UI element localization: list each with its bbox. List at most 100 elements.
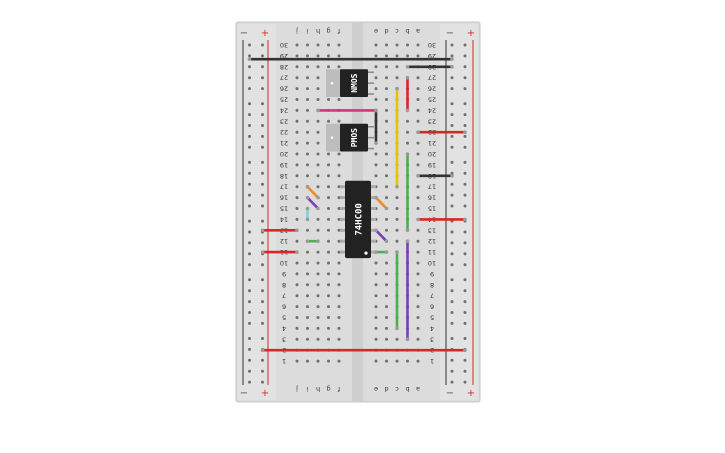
hole [295, 326, 299, 330]
row-number: 23 [280, 117, 288, 125]
hole [327, 163, 330, 167]
hole [327, 217, 330, 221]
hole [316, 54, 320, 58]
wire-end [405, 152, 410, 156]
row-number: 16 [280, 194, 288, 202]
rail-hole [463, 160, 467, 164]
rail-sign-label: − [446, 28, 454, 39]
rail-hole [248, 230, 251, 234]
column-letter: g [326, 385, 330, 393]
hole [385, 119, 388, 123]
ic-body [345, 180, 371, 259]
hole [385, 174, 388, 178]
hole [306, 337, 309, 341]
wire [416, 130, 467, 134]
rail-hole [450, 76, 454, 80]
rail-hole [450, 102, 454, 106]
wire-end [316, 239, 320, 243]
rail-hole [463, 289, 467, 293]
row-number: 26 [280, 85, 288, 93]
hole [374, 316, 378, 319]
ic-pin [370, 217, 376, 221]
column-letter: e [374, 27, 378, 35]
hole [295, 261, 299, 265]
rail-hole [450, 87, 454, 91]
hole [295, 316, 299, 319]
rail-hole [450, 252, 454, 256]
hole [327, 54, 330, 58]
hole [316, 141, 320, 145]
hole [306, 163, 309, 167]
wire-line [306, 185, 320, 199]
wire [260, 250, 299, 254]
wire-end [384, 239, 389, 243]
rail-hole [450, 321, 454, 325]
rail-hole [463, 113, 467, 117]
column-letter: j [296, 385, 299, 393]
wire-line [306, 196, 320, 210]
hole [316, 185, 320, 189]
wire [374, 108, 378, 145]
hole [295, 98, 299, 101]
hole [316, 119, 320, 123]
hole [295, 359, 299, 363]
row-number: 21 [280, 139, 288, 147]
hole [385, 272, 388, 276]
wire-end [260, 348, 265, 353]
row-number: 4 [282, 324, 286, 332]
hole [327, 185, 330, 189]
rail-hole [463, 358, 467, 362]
rail-hole [463, 278, 467, 282]
transistor-mark [330, 136, 334, 139]
hole [416, 250, 420, 254]
wire-end [374, 228, 378, 233]
rail-hole [463, 193, 467, 197]
rail-hole [463, 76, 467, 80]
hole [306, 152, 309, 156]
hole [316, 152, 320, 156]
hole [337, 119, 341, 123]
hole [374, 337, 378, 341]
hole [385, 337, 388, 341]
row-number: 10 [280, 259, 288, 267]
hole [395, 54, 399, 58]
wire [395, 250, 399, 331]
rail-hole [463, 252, 467, 256]
wire-end [405, 65, 410, 69]
hole [316, 174, 320, 178]
column-letter: h [316, 27, 320, 35]
rail-hole [248, 241, 251, 245]
hole [406, 119, 409, 123]
hole [416, 283, 420, 287]
wire-end [450, 57, 454, 61]
rail-hole [261, 134, 264, 138]
wire [260, 348, 467, 353]
row-number: 14 [280, 215, 288, 223]
hole [316, 294, 320, 298]
wire-end [374, 108, 378, 113]
hole [406, 359, 409, 363]
hole [295, 87, 299, 91]
wire [405, 75, 410, 113]
row-number: 1 [430, 357, 434, 365]
hole [416, 76, 420, 80]
rail-hole [261, 219, 264, 223]
hole [316, 217, 320, 221]
row-number: 5 [282, 314, 286, 322]
hole [374, 283, 378, 287]
wire-end [405, 108, 410, 113]
ic-pin [370, 185, 376, 189]
rail-hole [261, 204, 264, 208]
left-power-rail [238, 24, 276, 400]
wire [305, 184, 320, 200]
rail-hole [261, 369, 264, 373]
row-number: 15 [280, 205, 288, 213]
rail-sign-label: − [446, 388, 454, 399]
hole [416, 261, 420, 265]
hole [385, 43, 388, 47]
row-number: 5 [430, 314, 434, 322]
column-letter: c [395, 27, 399, 35]
hole [306, 316, 309, 319]
row-number: 30 [428, 41, 436, 49]
hole [306, 54, 309, 58]
